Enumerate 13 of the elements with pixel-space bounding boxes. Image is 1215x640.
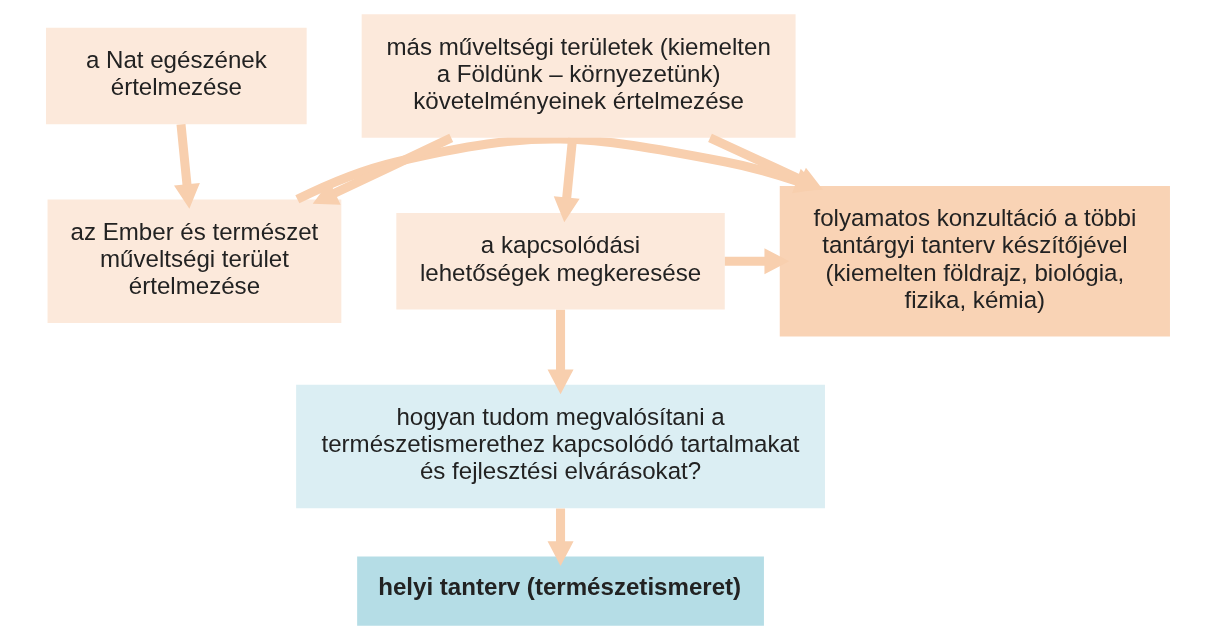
- node-box: helyi tanterv (természetismeret): [356, 556, 764, 626]
- node-box: az Ember és természet műveltségi terület értelmezése: [47, 199, 341, 323]
- node-box: hogyan tudom megvalósítani a természetismerethez kapcsolódó tartalmakat és fejlesztési elvárásokat?: [295, 384, 825, 509]
- node-box: a kapcsolódási lehetőségek megkeresése: [395, 213, 725, 310]
- arrow: [312, 133, 453, 205]
- node-box: a Nat egészének értelmezése: [45, 27, 307, 125]
- node-box: folyamatos konzultáció a többi tantárgyi tanterv készítőjével (kiemelten földrajz, biológia, fizika, kémia): [779, 185, 1170, 337]
- arrow: [547, 309, 574, 395]
- arrow: [553, 137, 580, 223]
- arrow: [547, 508, 574, 567]
- arrow: [173, 123, 200, 209]
- node-box: más műveltségi területek (kiemelten a Földünk – környezetünk) követelményeinek értelmezése: [361, 14, 796, 138]
- arrow: [724, 248, 789, 275]
